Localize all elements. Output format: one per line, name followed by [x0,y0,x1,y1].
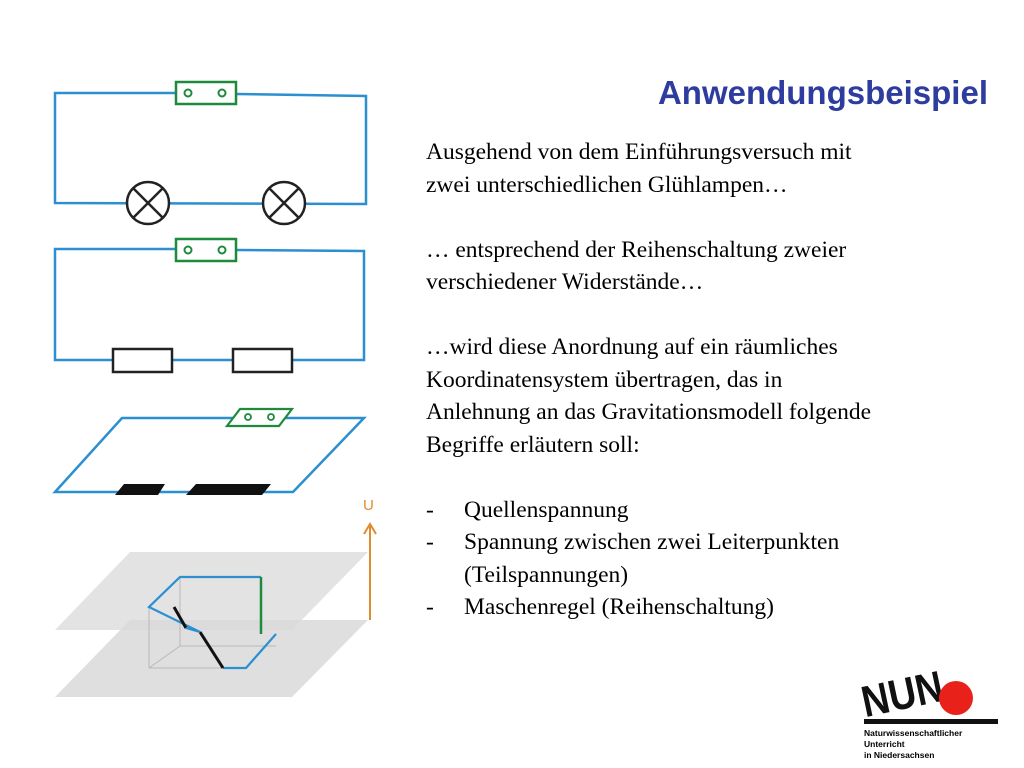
bullet-dash: - [426,594,434,620]
paragraph-coordinates: …wird diese Anordnung auf ein räumliches… [426,331,996,461]
lamp-2 [261,180,307,226]
nun-logo: NUN [858,662,998,727]
upper-plane [55,552,368,630]
voltage-axis-label: U [363,497,374,514]
paragraph-line: … entsprechend der Reihenschaltung zweie… [426,236,847,263]
resistor-2 [231,347,294,374]
list-item-text: (Teilspannungen) [464,561,629,588]
nun-caption-line: in Niedersachsen [864,750,935,760]
potential-resistor-2 [198,631,225,669]
paragraph-line: Anlehnung an das Gravitationsmodell folg… [426,399,872,425]
circuit-lamps [53,80,368,226]
nun-logo-bar [864,719,998,724]
nun-logo-dot [939,681,973,715]
box-edges [148,577,276,669]
lower-plane [55,620,368,697]
potential-resistor-1 [172,606,188,629]
list-item: - Spannung zwischen zwei Leiterpunkten (… [426,526,996,591]
potential-wire-blue [147,575,261,633]
resistor-perspective-2 [186,484,271,495]
paragraph-line: …wird diese Anordnung auf ein räumliches [426,334,838,360]
nun-logo-text: NUN [858,662,948,727]
potential-wire-blue-2 [223,633,277,670]
circuit-lamps-wire [53,91,368,206]
circuit-perspective [52,407,367,495]
bullet-dash: - [426,529,434,555]
paragraph-intro: Ausgehend von dem Einführungsversuch mit… [426,136,996,201]
term-list: - Quellenspannung - Spannung zwischen zw… [426,494,996,624]
list-item-text: Spannung zwischen zwei Leiterpunkten [464,529,840,555]
resistor-1 [111,347,174,374]
paragraph-line: verschiedener Widerstände… [426,269,704,295]
nun-logo-caption: Naturwissenschaftlicher Unterricht in Ni… [864,728,1004,761]
circuit-perspective-wire [52,416,367,494]
resistor-perspective-1 [115,484,165,495]
paragraph-line: Ausgehend von dem Einführungsversuch mit [426,139,852,165]
voltage-axis: U [363,497,377,620]
circuit-resistors-wire [53,247,366,362]
nun-caption-line: Naturwissenschaftlicher Unterricht [864,728,963,749]
slide-title: Anwendungsbeispiel [657,74,988,111]
list-item: - Maschenregel (Reihenschaltung) [426,591,996,624]
paragraph-series: … entsprechend der Reihenschaltung zweie… [426,234,996,299]
list-item: - Quellenspannung [426,494,996,527]
lamp-1 [125,180,171,226]
list-item-text: Maschenregel (Reihenschaltung) [464,594,774,620]
voltage-source-1 [174,80,238,106]
potential-link [185,626,201,634]
potential-model [55,552,368,697]
voltage-source-3 [224,407,295,428]
paragraph-line: zwei unterschiedlichen Glühlampen… [426,171,788,198]
bullet-dash: - [426,496,434,523]
voltage-source-2 [174,237,238,263]
paragraph-line: Koordinatensystem übertragen, das in [426,366,783,393]
circuit-resistors [53,237,366,374]
slide-body: Ausgehend von dem Einführungsversuch mit… [426,136,996,624]
list-item-text: Quellenspannung [464,496,629,523]
paragraph-line: Begriffe erläutern soll: [426,431,640,458]
